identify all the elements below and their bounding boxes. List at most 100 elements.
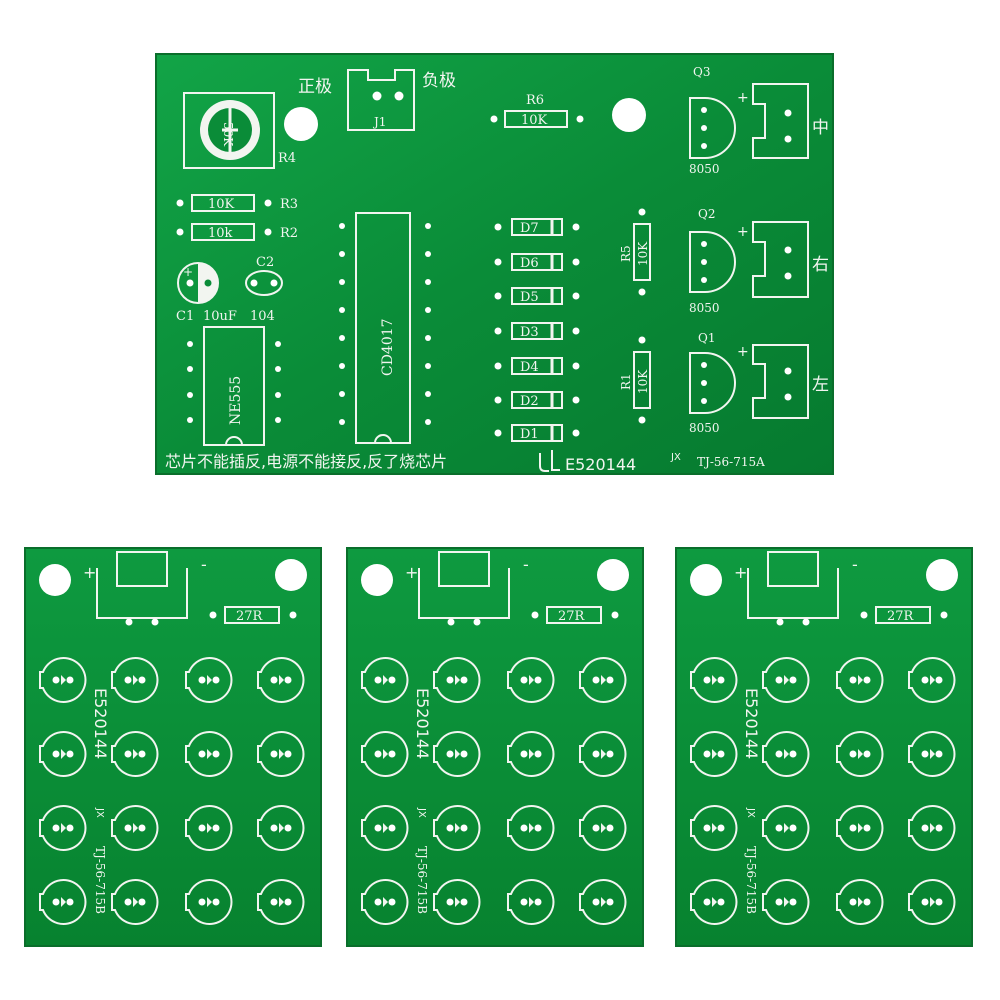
capacitor-c2 xyxy=(245,270,283,296)
led-pad xyxy=(690,657,738,703)
svg-text:10K: 10K xyxy=(636,241,650,266)
led-pad xyxy=(257,879,305,925)
led-pad xyxy=(579,805,627,851)
led-pad xyxy=(579,731,627,777)
ul-mark-icon xyxy=(539,450,560,472)
led-pad xyxy=(111,657,159,703)
svg-text:R5: R5 xyxy=(619,245,633,262)
led-pad xyxy=(185,657,233,703)
label-q2: Q2 xyxy=(698,207,715,221)
label-pot-value: 50K xyxy=(221,122,235,147)
label-c2: C2 xyxy=(256,255,274,270)
svg-text:27R: 27R xyxy=(558,609,586,624)
main-board: 正极 负极 J1 R6 10K 50K R4 10K R3 10k R2 xyxy=(155,53,834,475)
label-ne555: NE555 xyxy=(228,376,244,425)
led-pad xyxy=(762,879,810,925)
mounting-hole-right xyxy=(612,98,646,132)
label-r3: R3 xyxy=(280,197,298,212)
led-pad xyxy=(762,805,810,851)
led-pad xyxy=(507,805,555,851)
led-pad xyxy=(361,731,409,777)
potentiometer-r4: 50K xyxy=(183,92,275,169)
r6-outline xyxy=(504,110,568,128)
led-pad xyxy=(836,731,884,777)
led-pad xyxy=(111,805,159,851)
svg-text:R1: R1 xyxy=(619,373,633,390)
label-c2-value: 104 xyxy=(250,309,275,324)
led-pad xyxy=(185,731,233,777)
svg-text:D3: D3 xyxy=(520,325,539,340)
label-q1: Q1 xyxy=(698,331,715,345)
led-pad xyxy=(39,805,87,851)
diode-array: D7 D6 D5 D3 D4 D2 D1 xyxy=(494,218,580,442)
diode-d4: D4 xyxy=(494,357,580,375)
resistor-r1: 10K R1 xyxy=(619,336,651,424)
led-pad xyxy=(908,805,956,851)
led-pad xyxy=(507,879,555,925)
led-pad xyxy=(836,805,884,851)
connector-middle xyxy=(752,83,809,159)
mounting-hole-left xyxy=(284,107,318,141)
label-r6: R6 xyxy=(526,93,544,108)
led-pad xyxy=(185,805,233,851)
led-pad xyxy=(836,657,884,703)
resistor-r5: 10K R5 xyxy=(619,208,651,296)
led-grid xyxy=(361,657,627,925)
svg-text:E520144: E520144 xyxy=(91,688,110,759)
svg-text:E520144: E520144 xyxy=(742,688,761,759)
svg-text:+: + xyxy=(83,563,96,582)
svg-text:+: + xyxy=(734,563,747,582)
diode-d1: D1 xyxy=(494,424,580,442)
led-pad xyxy=(433,879,481,925)
svg-text:JX: JX xyxy=(416,807,427,818)
svg-text:JX: JX xyxy=(745,807,756,818)
label-q1-type: 8050 xyxy=(689,421,720,435)
label-positive: 正极 xyxy=(298,77,332,97)
led-pad xyxy=(690,879,738,925)
transistor-q3: + xyxy=(689,90,749,159)
led-board-2: + - 27R E520144 JX TJ-56-715B xyxy=(346,547,644,947)
svg-text:+: + xyxy=(405,563,418,582)
svg-text:JX: JX xyxy=(94,807,105,818)
connector-left xyxy=(752,344,809,419)
ic-ne555: NE555 xyxy=(187,326,281,446)
label-r3-value: 10K xyxy=(208,197,235,212)
led-pad xyxy=(762,657,810,703)
label-right: 右 xyxy=(812,255,829,275)
warning-text: 芯片不能插反,电源不能接反,反了烧芯片 xyxy=(165,452,447,471)
transistor-q2: + xyxy=(689,224,749,293)
svg-text:+: + xyxy=(183,265,193,279)
diode-d6: D6 xyxy=(494,253,580,271)
label-negative: 负极 xyxy=(422,71,456,91)
label-q3: Q3 xyxy=(693,65,710,79)
label-c1: C1 xyxy=(176,309,194,324)
diode-d3: D3 xyxy=(494,322,580,340)
svg-text:27R: 27R xyxy=(887,609,915,624)
svg-text:10K: 10K xyxy=(636,369,650,394)
svg-text:E520144: E520144 xyxy=(413,688,432,759)
label-c1-value: 10uF xyxy=(203,309,237,324)
svg-text:D6: D6 xyxy=(520,256,539,271)
svg-text:+: + xyxy=(737,344,749,360)
main-board-substrate xyxy=(155,53,834,475)
label-q2-type: 8050 xyxy=(689,301,720,315)
led-pad xyxy=(361,805,409,851)
led-pad xyxy=(257,657,305,703)
svg-text:-: - xyxy=(201,555,207,574)
led-pad xyxy=(39,879,87,925)
label-cd4017: CD4017 xyxy=(380,318,396,376)
label-r4: R4 xyxy=(278,151,296,166)
led-pad xyxy=(507,731,555,777)
svg-text:+: + xyxy=(737,90,749,106)
led-pad xyxy=(433,731,481,777)
led-pad xyxy=(908,879,956,925)
svg-text:+: + xyxy=(737,224,749,240)
transistor-q1: + xyxy=(689,344,749,414)
led-pad xyxy=(185,879,233,925)
led-pad xyxy=(361,879,409,925)
svg-text:-: - xyxy=(852,555,858,574)
svg-text:TJ-56-715B: TJ-56-715B xyxy=(744,846,758,914)
svg-text:D7: D7 xyxy=(520,221,539,236)
led-pad xyxy=(361,657,409,703)
